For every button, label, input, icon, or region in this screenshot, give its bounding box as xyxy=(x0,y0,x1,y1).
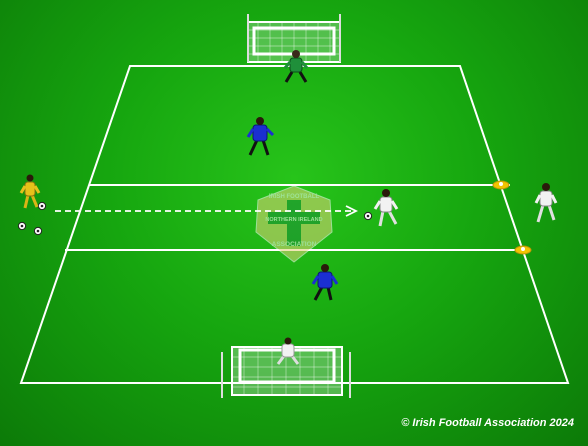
crest-band-text: NORTHERN IRELAND xyxy=(265,217,322,223)
crest-top-text: IRISH FOOTBALL xyxy=(269,194,320,200)
player-goalkeeper-bottom xyxy=(276,337,300,365)
player-attacker-white xyxy=(373,189,399,227)
football-icon xyxy=(33,226,43,236)
football-icon xyxy=(363,211,373,221)
player-goalkeeper-top xyxy=(283,50,309,83)
player-target-right xyxy=(534,183,558,223)
crest-bottom-text: ASSOCIATION xyxy=(272,241,317,248)
goal-icon-top xyxy=(247,14,341,63)
cone-icon xyxy=(492,180,510,190)
player-server-left xyxy=(19,174,41,209)
copyright-text: © Irish Football Association 2024 xyxy=(401,417,574,429)
cone-icon xyxy=(514,245,532,255)
pitch-boundary xyxy=(19,65,570,384)
player-defender-blue-lower xyxy=(311,264,339,301)
football-icon xyxy=(17,221,27,231)
football-icon xyxy=(37,201,47,211)
ifa-crest-logo: IRISH FOOTBALL NORTHERN IRELAND ASSOCIAT… xyxy=(255,185,333,263)
dashed-arrow-icon xyxy=(55,205,359,217)
player-defender-blue-upper xyxy=(246,117,275,156)
